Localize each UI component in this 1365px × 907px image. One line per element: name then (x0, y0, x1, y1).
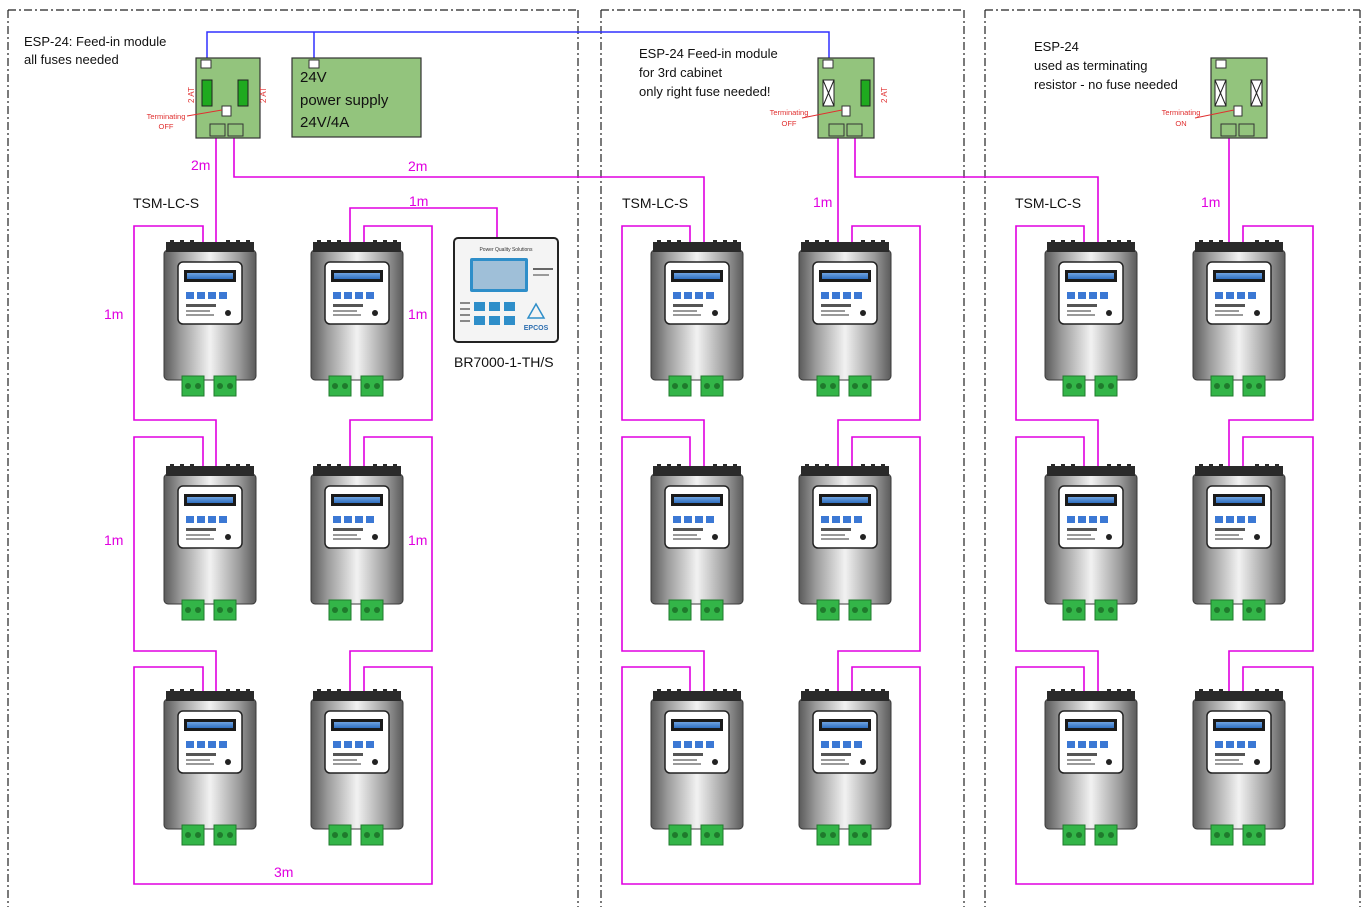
fuse-right-label: 2 AT (259, 87, 268, 103)
controller-label: TSM-LC-S (622, 195, 688, 211)
tsm-lc-s-unit (1192, 688, 1286, 846)
bus-cable (133, 225, 217, 467)
tsm-lc-s-unit (310, 463, 404, 621)
bus-cable (133, 436, 217, 692)
bus-cables (133, 138, 1314, 885)
esp-label-line2: all fuses needed (24, 52, 119, 67)
psu-label-line1: 24V (300, 69, 327, 86)
bus-cable (1015, 225, 1099, 467)
terminating-label: Terminating (1162, 108, 1201, 117)
tsm-lc-s-unit (798, 239, 892, 397)
tsm-lc-s-unit (1044, 463, 1138, 621)
bus-cable (1015, 436, 1099, 692)
br-model-label: BR7000-1-TH/S (454, 354, 554, 370)
fuse-left (201, 79, 213, 107)
bus-cable (837, 225, 921, 467)
psu-label-line2: power supply (300, 92, 389, 109)
bus-cable (233, 138, 705, 243)
br-header: Power Quality Solutions (479, 247, 533, 253)
esp-label-line3: only right fuse needed! (639, 84, 771, 99)
fuse-right (860, 79, 871, 107)
esp-label-line2: for 3rd cabinet (639, 65, 722, 80)
fuse-right (237, 79, 249, 107)
esp-label-line3: resistor - no fuse needed (1034, 77, 1178, 92)
cable-length-label: 2m (191, 157, 210, 173)
bus-cable (621, 666, 921, 885)
tsm-lc-s-unit (310, 239, 404, 397)
psu-label-line3: 24V/4A (300, 114, 349, 131)
terminating-state: OFF (782, 119, 797, 128)
bus-cable (1228, 436, 1314, 692)
tsm-lc-s-unit (1192, 463, 1286, 621)
esp-label-line2: used as terminating (1034, 58, 1147, 73)
terminating-state: ON (1175, 119, 1186, 128)
bus-cable (1228, 225, 1314, 467)
tsm-lc-s-unit (163, 239, 257, 397)
cable-length-label: 1m (1201, 194, 1220, 210)
tsm-lc-s-unit (798, 463, 892, 621)
terminating-state: OFF (159, 122, 174, 131)
power-supply (291, 57, 422, 138)
esp24-module-cabinet3 (1194, 57, 1268, 139)
tsm-lc-s-unit (1044, 239, 1138, 397)
epcos-logo-icon (526, 302, 546, 319)
tsm-lc-s-unit (163, 688, 257, 846)
br-brand: EPCOS (524, 325, 549, 332)
controller-label: TSM-LC-S (1015, 195, 1081, 211)
cable-length-label: 1m (408, 306, 427, 322)
controller-label: TSM-LC-S (133, 195, 199, 211)
terminating-switch (841, 105, 851, 117)
tsm-units (163, 239, 1286, 846)
cable-length-label: 1m (104, 306, 123, 322)
bus-cable (349, 436, 433, 692)
bus-cable (621, 436, 705, 692)
bus-cable (837, 436, 921, 692)
terminating-switch (1233, 105, 1243, 117)
cable-length-label: 2m (408, 158, 427, 174)
tsm-lc-s-unit (1044, 688, 1138, 846)
terminating-switch (221, 105, 232, 117)
esp24-module-cabinet2 (801, 57, 875, 139)
tsm-lc-s-unit (650, 463, 744, 621)
empty-fuse-holder (1250, 79, 1263, 107)
bus-cable (1015, 666, 1314, 885)
cable-length-label: 1m (104, 532, 123, 548)
terminating-label: Terminating (147, 112, 186, 121)
power-cable (206, 31, 830, 61)
esp24-module-cabinet1 (186, 57, 261, 139)
cable-length-label: 3m (274, 864, 293, 880)
esp-label-line1: ESP-24 (1034, 39, 1079, 54)
bus-cable (349, 207, 498, 243)
tsm-lc-s-unit (163, 463, 257, 621)
bus-cable (621, 225, 705, 467)
br7000-controller: Power Quality Solutions EPCOS (453, 237, 559, 343)
tsm-lc-s-unit (650, 239, 744, 397)
cable-length-label: 1m (409, 193, 428, 209)
esp-label-line1: ESP-24: Feed-in module (24, 34, 166, 49)
fuse-right-label: 2 AT (880, 87, 889, 103)
tsm-lc-s-unit (1192, 239, 1286, 397)
bus-cable (133, 666, 433, 885)
fuse-left-label: 2 AT (187, 87, 196, 103)
esp-label-line1: ESP-24 Feed-in module (639, 46, 778, 61)
terminating-label: Terminating (770, 108, 809, 117)
cable-length-label: 1m (813, 194, 832, 210)
tsm-lc-s-unit (650, 688, 744, 846)
bus-cable (854, 138, 1099, 243)
cable-length-label: 1m (408, 532, 427, 548)
tsm-lc-s-unit (310, 688, 404, 846)
tsm-lc-s-unit (798, 688, 892, 846)
empty-fuse-holder (1214, 79, 1227, 107)
cabinet-borders (7, 9, 1361, 907)
bus-cable (349, 225, 433, 467)
empty-fuse-holder (822, 79, 835, 107)
